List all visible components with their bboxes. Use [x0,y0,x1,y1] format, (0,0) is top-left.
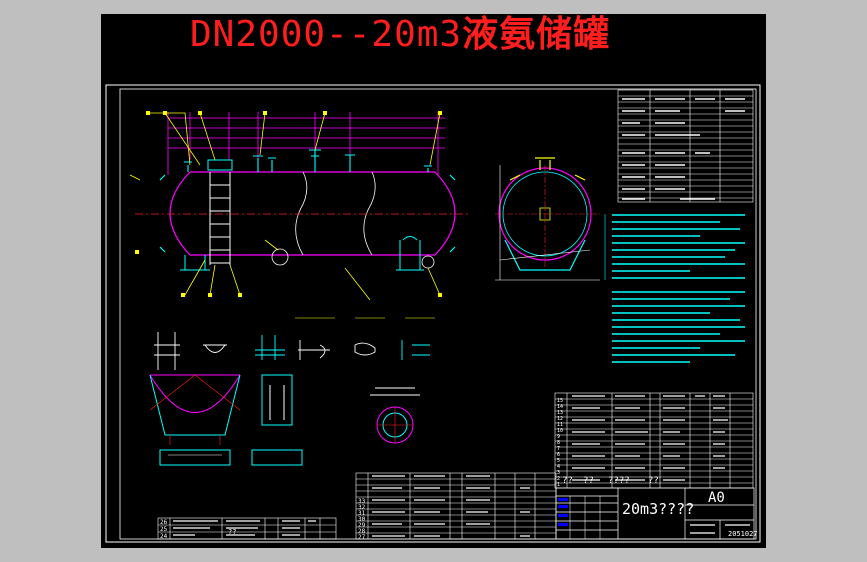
right-head [434,171,456,256]
bottom-table-row-number: 32 [358,504,366,511]
sheet-size-label: A0 [708,490,725,506]
detail-nozzle-4 [298,340,330,360]
bottom-table-row-number: 29 [358,522,366,529]
callout-leaders [129,112,441,301]
right-table-row-number: 10 [557,428,564,434]
right-table-row-number: 14 [557,404,564,410]
detail-nozzle-3 [255,335,285,360]
detail-nozzle-1 [154,332,180,370]
detail-views [154,317,435,370]
title-block [555,487,755,540]
parts-list-left [157,517,337,540]
parts-list-bottom-fill [372,475,530,537]
right-table-row-number: 6 [557,452,561,458]
bottom-table-row-number: 25 [160,526,168,533]
bottom-table-row-number: 33 [358,498,366,505]
parts-list-left-fill [173,520,316,536]
right-table-row-number: 8 [557,440,561,446]
right-table-row-number: 7 [557,446,561,452]
bottom-table-row-number: 26 [160,519,168,526]
right-table-row-number: 1 [557,482,561,488]
technical-notes [612,214,745,363]
right-table-row-number: 4 [557,464,561,470]
drawing-title: DN2000--20m3液氨储罐 [190,17,610,53]
flange-detail [370,387,420,444]
parts-list-right [554,392,754,489]
unknown-mark-2: ?? [648,476,659,486]
parts-list-bottom [355,472,557,540]
right-table-row-number: 3 [557,470,561,476]
callout-markers [135,111,442,297]
break-line-2 [363,171,376,256]
right-table-row-number: 5 [557,458,561,464]
unknown-mark-3: ?? [562,476,573,486]
bottom-table-row-number: 31 [358,510,366,517]
bottom-table-row-number: 30 [358,516,366,523]
detail-nozzle-5 [354,342,376,356]
detail-nozzle-2 [203,344,227,353]
bottom-table-row-number: 24 [160,533,168,540]
outer-frame [105,84,761,543]
right-table-row-number: 13 [557,410,564,416]
right-table-row-number: 11 [557,422,564,428]
head-flanges [159,174,456,253]
title-latin: DN2000--20m3 [190,14,463,55]
top-nozzles [184,149,432,172]
unknown-mark-5: ?? [228,528,237,536]
unknown-mark-1: ?? [583,476,594,486]
design-data-fill [622,98,745,200]
break-line-1 [295,171,308,256]
vessel-front-view [159,171,456,256]
left-head [169,171,191,256]
right-table-row-number: 12 [557,416,564,422]
detail-nozzle-6 [401,340,430,360]
title-block-marks [558,498,568,526]
saddle-supports [180,236,435,271]
support-detail [251,374,303,466]
bottom-table-row-number: 28 [358,528,366,535]
bottom-table-row-number: 27 [358,534,366,541]
drawing-number: 2051027 [728,530,758,538]
right-table-row-number: 9 [557,434,561,440]
right-table-row-number: 2 [557,476,561,482]
parts-list-right-fill [572,395,728,481]
title-cjk: 液氨储罐 [462,14,611,55]
design-data-table [617,89,754,203]
vessel-side-view [495,157,606,281]
unknown-mark-4: ???? [608,476,630,486]
title-block-name: 20m3???? [622,500,695,518]
manhole-and-ladder [207,159,233,265]
top-dimension-chain [167,112,445,175]
saddle-detail [149,374,241,466]
right-table-row-number: 15 [557,398,564,404]
